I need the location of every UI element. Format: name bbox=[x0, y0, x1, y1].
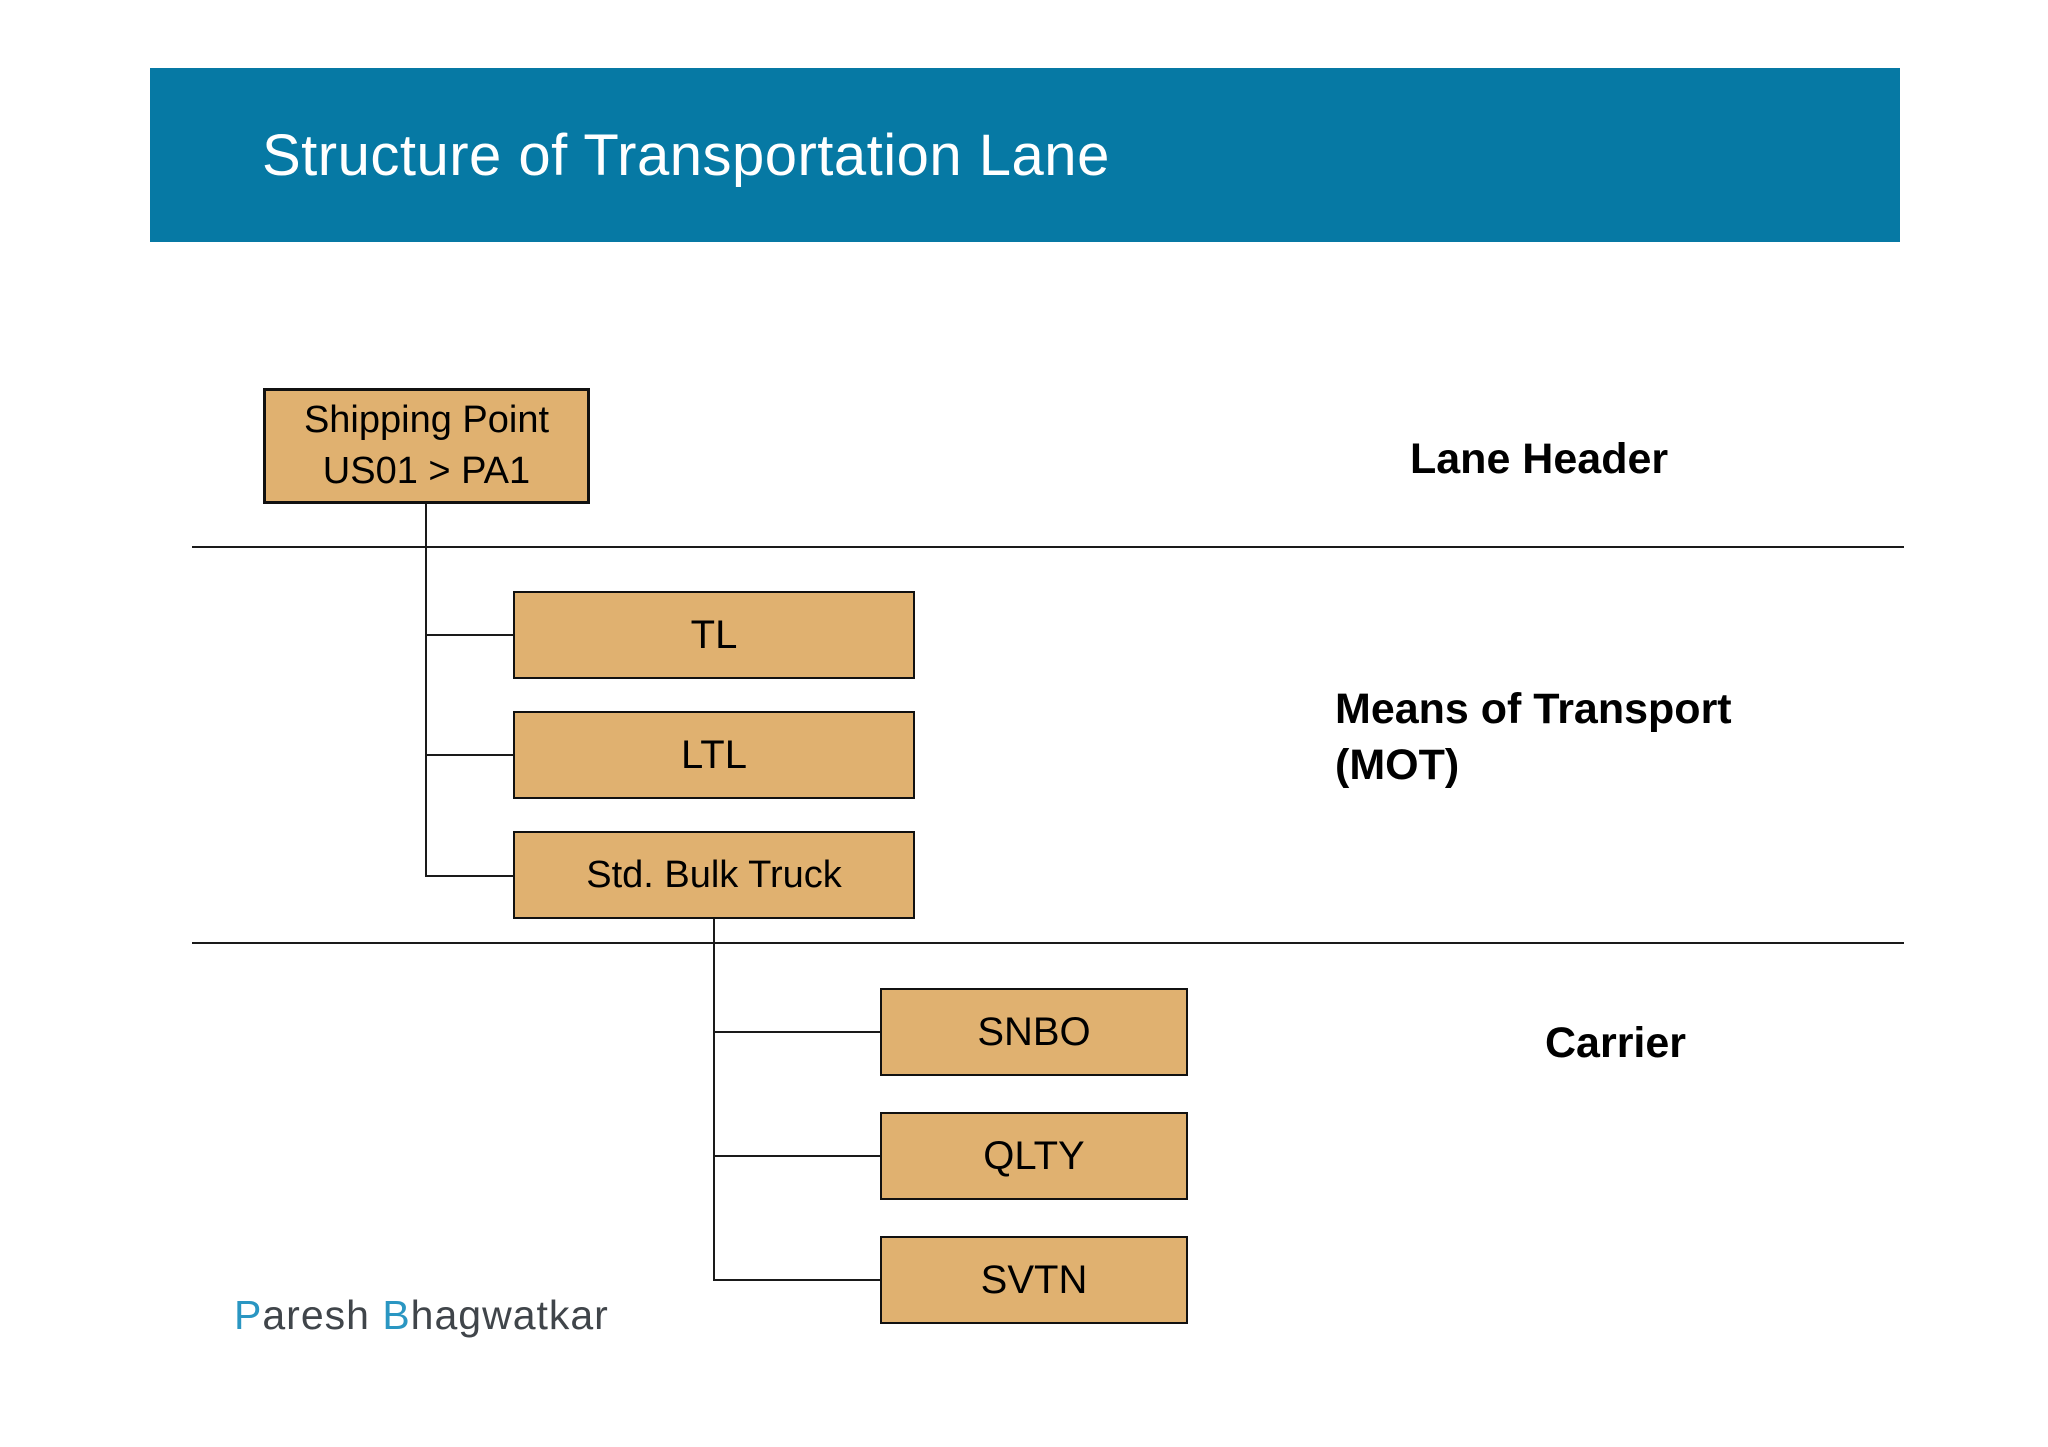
connector-branch-tl bbox=[427, 634, 513, 636]
node-mot-std-bulk-truck-label: Std. Bulk Truck bbox=[586, 853, 842, 896]
node-carrier-svtn: SVTN bbox=[880, 1236, 1188, 1324]
author-second-initial: B bbox=[382, 1292, 411, 1338]
label-carrier: Carrier bbox=[1545, 1019, 1687, 1067]
author-first-rest: aresh bbox=[262, 1292, 383, 1338]
node-carrier-svtn-label: SVTN bbox=[980, 1257, 1088, 1302]
shipping-point-line2: US01 > PA1 bbox=[322, 450, 531, 492]
node-mot-std-bulk-truck: Std. Bulk Truck bbox=[513, 831, 915, 919]
node-shipping-point: Shipping Point US01 > PA1 bbox=[263, 388, 590, 504]
connector-branch-std-bulk-truck bbox=[427, 875, 513, 877]
node-mot-tl-label: TL bbox=[690, 612, 738, 657]
connector-branch-ltl bbox=[427, 754, 513, 756]
node-carrier-qlty-label: QLTY bbox=[983, 1133, 1085, 1178]
author-second-rest: hagwatkar bbox=[410, 1292, 609, 1338]
author-first-initial: P bbox=[234, 1292, 263, 1338]
node-shipping-point-label: Shipping Point US01 > PA1 bbox=[304, 395, 549, 498]
shipping-point-line1: Shipping Point bbox=[303, 398, 550, 441]
node-carrier-snbo: SNBO bbox=[880, 988, 1188, 1076]
node-mot-tl: TL bbox=[513, 591, 915, 679]
node-mot-ltl: LTL bbox=[513, 711, 915, 799]
author-credit: Paresh Bhagwatkar bbox=[234, 1292, 609, 1339]
label-mot-line2: (MOT) bbox=[1335, 740, 1460, 789]
label-lane-header: Lane Header bbox=[1410, 435, 1669, 483]
connector-trunk-shipping-to-mot bbox=[425, 503, 427, 877]
connector-branch-svtn bbox=[715, 1279, 880, 1281]
label-means-of-transport: Means of Transport (MOT) bbox=[1335, 682, 1732, 794]
node-mot-ltl-label: LTL bbox=[681, 732, 747, 777]
title-bar: Structure of Transportation Lane bbox=[150, 68, 1900, 242]
divider-mot-carrier-section bbox=[192, 942, 1904, 944]
connector-branch-snbo bbox=[715, 1031, 880, 1033]
node-carrier-qlty: QLTY bbox=[880, 1112, 1188, 1200]
node-carrier-snbo-label: SNBO bbox=[977, 1009, 1091, 1054]
slide-title: Structure of Transportation Lane bbox=[262, 122, 1110, 188]
connector-branch-qlty bbox=[715, 1155, 880, 1157]
connector-trunk-std-to-carriers bbox=[713, 919, 715, 1281]
divider-lane-header-section bbox=[192, 546, 1904, 548]
label-mot-line1: Means of Transport bbox=[1335, 685, 1732, 733]
